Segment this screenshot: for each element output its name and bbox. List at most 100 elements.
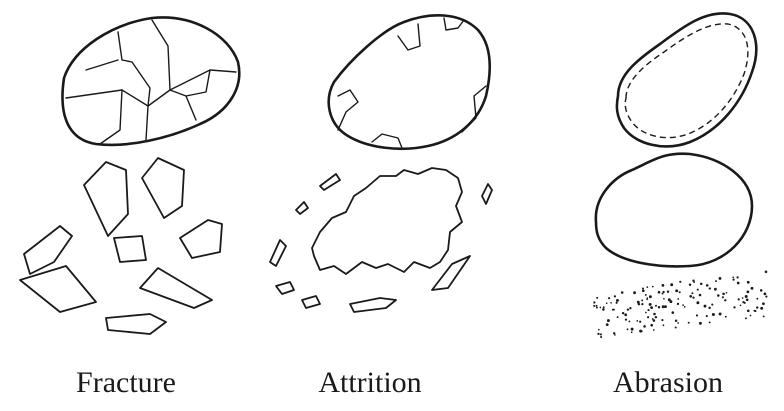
dust-particle <box>745 295 748 298</box>
fragment <box>142 158 184 218</box>
abrasion-worn-particle <box>596 154 752 267</box>
chip <box>432 256 470 290</box>
dust-particle <box>740 305 742 307</box>
dust-particle <box>712 313 715 316</box>
dust-particle <box>722 293 725 296</box>
chip <box>270 240 286 266</box>
dust-particle <box>763 315 765 317</box>
dust-particle <box>756 306 758 308</box>
dust-particle <box>722 296 724 298</box>
dust-particle <box>669 300 672 303</box>
chip <box>302 296 320 308</box>
dust-particle <box>600 333 602 335</box>
dust-particle <box>736 276 738 278</box>
dust-particle <box>691 292 693 294</box>
dust-particle <box>670 283 673 286</box>
dust-particle <box>607 319 610 322</box>
dust-particle <box>658 306 660 308</box>
dust-particle <box>700 283 702 285</box>
dust-particle <box>643 325 646 328</box>
dust-particle <box>636 320 638 322</box>
dust-particle <box>732 278 734 280</box>
dust-particle <box>760 289 763 292</box>
dust-particle <box>617 316 619 318</box>
dust-particle <box>719 313 722 316</box>
dust-particle <box>677 303 679 305</box>
dust-particle <box>747 310 750 313</box>
dust-particle <box>737 282 740 285</box>
dust-particle <box>753 310 755 312</box>
dust-particle <box>663 324 665 326</box>
chip <box>320 174 340 190</box>
dust-particle <box>719 277 722 280</box>
dust-particle <box>642 287 644 289</box>
dust-particle <box>653 329 655 331</box>
dust-particle <box>671 311 674 314</box>
dust-particle <box>663 298 665 300</box>
dust-particle <box>614 295 616 297</box>
dust-particle <box>627 328 629 330</box>
dust-particle <box>714 288 717 291</box>
dust-particle <box>631 328 634 331</box>
dust-particle <box>662 305 665 308</box>
dust-particle <box>692 279 694 281</box>
dust-particle <box>689 284 691 286</box>
dust-particle <box>725 316 727 318</box>
dust-particle <box>764 293 767 296</box>
dust-particle <box>627 308 629 310</box>
dust-particle <box>699 294 702 297</box>
dust-particle <box>655 305 657 307</box>
dust-particle <box>661 319 663 321</box>
dust-particle <box>646 286 648 288</box>
dust-particle <box>649 295 652 298</box>
fracture-panel: Fracture <box>20 17 239 399</box>
chip <box>482 184 492 204</box>
dust-particle <box>684 306 686 308</box>
chip <box>296 202 308 214</box>
dust-particle <box>652 318 654 320</box>
dust-particle <box>645 294 647 296</box>
fragment <box>140 268 212 308</box>
dust-particle <box>596 305 598 307</box>
dust-particle <box>600 307 602 309</box>
dust-particle <box>600 336 602 338</box>
dust-particle <box>622 312 624 314</box>
dust-particle <box>662 284 665 287</box>
dust-particle <box>677 298 679 300</box>
fracture-intact-particle <box>62 17 239 144</box>
dust-particle <box>650 306 653 309</box>
dust-particle <box>692 297 694 299</box>
dust-particle <box>639 321 641 323</box>
dust-particle <box>704 305 707 308</box>
fracture-fragments <box>20 158 222 334</box>
dust-particle <box>649 303 652 306</box>
dust-particle <box>679 291 681 293</box>
dust-particle <box>624 313 627 316</box>
dust-particle <box>711 304 713 306</box>
dust-particle <box>744 302 746 304</box>
chip <box>350 298 396 312</box>
attrition-fragments <box>270 168 492 312</box>
dust-particle <box>641 299 643 301</box>
abrasion-fines <box>593 271 767 339</box>
chip <box>276 282 294 294</box>
dust-particle <box>645 312 647 314</box>
dust-particle <box>765 271 768 274</box>
dust-particle <box>709 321 711 323</box>
dust-particle <box>625 318 627 320</box>
dust-particle <box>637 301 640 304</box>
dust-particle <box>751 287 754 290</box>
dust-particle <box>760 307 763 310</box>
dust-particle <box>675 320 677 322</box>
dust-particle <box>640 330 642 332</box>
abrasion-label: Abrasion <box>613 366 723 399</box>
dust-particle <box>647 309 649 311</box>
dust-particle <box>653 313 656 316</box>
dust-particle <box>621 291 624 294</box>
attrition-intact-particle <box>329 15 490 148</box>
dust-particle <box>682 304 684 306</box>
dust-particle <box>593 305 595 307</box>
dust-particle <box>745 317 747 319</box>
fragment <box>106 314 166 334</box>
